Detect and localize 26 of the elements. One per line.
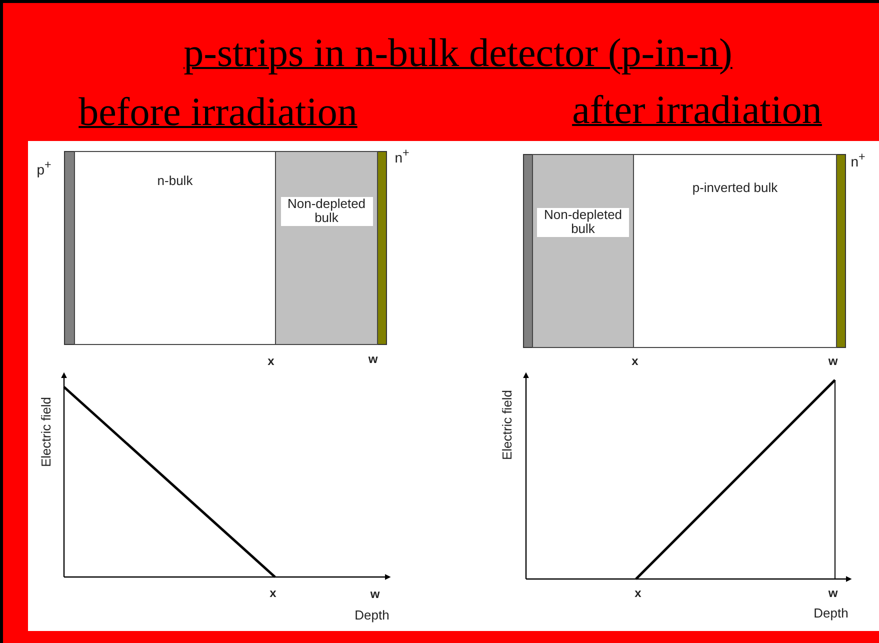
subheading: before irradiation xyxy=(78,92,358,132)
region-label: Non-depleted bulk xyxy=(280,197,372,226)
subheading: after irradiation xyxy=(572,90,822,130)
depleted-region xyxy=(74,151,276,345)
position-label: w xyxy=(370,587,380,601)
title: p-strips in n-bulk detector (p-in-n) xyxy=(184,33,732,73)
electrode-label: n$^{+}$ xyxy=(394,146,410,166)
axis-title: Depth xyxy=(814,606,848,620)
depleted-region xyxy=(633,154,837,348)
position-label: w xyxy=(828,354,838,368)
position-label: x xyxy=(270,586,276,600)
region-label: n-bulk xyxy=(157,174,193,188)
non-depleted-region xyxy=(275,151,378,345)
axis-title: Electric field xyxy=(500,390,514,460)
axis-title: Electric field xyxy=(38,396,54,468)
position-label: x xyxy=(634,586,642,600)
axis-title: Depth xyxy=(354,608,390,622)
non-depleted-region xyxy=(532,154,634,348)
electrode-label: n$^{+}$ xyxy=(850,150,866,170)
position-label: w xyxy=(368,352,378,366)
position-label: x xyxy=(632,354,638,368)
electrode-label: p$^{+}$ xyxy=(36,158,52,178)
position-label: x xyxy=(268,354,274,368)
region-label: p-inverted bulk xyxy=(692,181,778,196)
position-label: w xyxy=(828,586,838,600)
region-label: Non-depleted bulk xyxy=(537,208,629,237)
